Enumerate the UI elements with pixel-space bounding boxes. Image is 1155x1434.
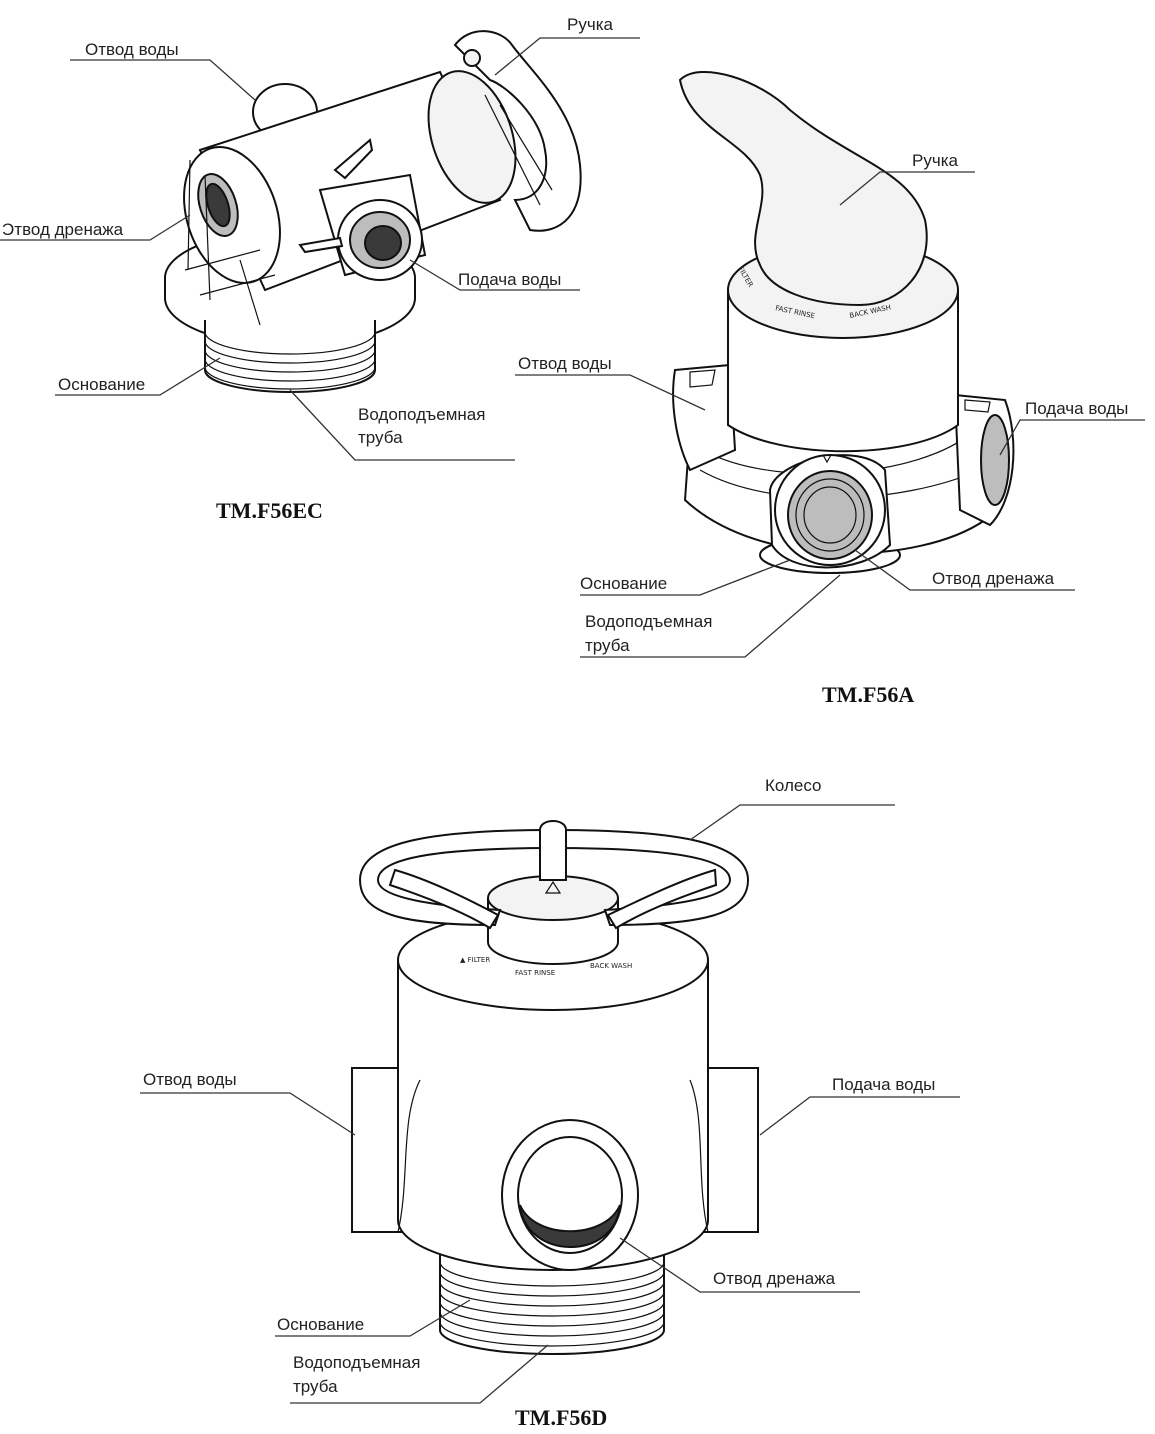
f56d-label-base: Основание (277, 1315, 364, 1334)
f56d-label-riser-line1: Водоподъемная (293, 1353, 420, 1372)
valve-f56d-drawing: ▲ FILTER FAST RINSE BACK WASH (351, 820, 759, 1355)
svg-text:BACK WASH: BACK WASH (590, 962, 632, 970)
f56d-model-title: TM.F56D (515, 1405, 607, 1430)
f56a-label-riser-line1: Водоподъемная (585, 612, 712, 631)
f56ec-label-riser-line1: Водоподъемная (358, 405, 485, 424)
f56d-label-riser-line2: труба (293, 1377, 338, 1396)
valve-f56a-drawing: FAST RINSE BACK WASH FILTER (672, 71, 1015, 574)
f56a-label-drain-outlet: Отвод дренажа (932, 569, 1055, 588)
f56a-label-water-outlet: Отвод воды (518, 354, 612, 373)
f56ec-label-base: Основание (58, 375, 145, 394)
f56a-model-title: TM.F56A (822, 682, 914, 707)
f56ec-label-drain-outlet: Ͻтвод дренажа (2, 220, 124, 239)
f56d-label-drain-outlet: Отвод дренажа (713, 1269, 836, 1288)
f56a-label-riser-line2: труба (585, 636, 630, 655)
f56ec-label-water-outlet: Отвод воды (85, 40, 179, 59)
svg-text:▲ FILTER: ▲ FILTER (460, 956, 490, 964)
f56d-label-wheel: Колесо (765, 776, 822, 795)
f56a-label-handle: Ручка (912, 151, 959, 170)
f56ec-label-water-inlet: Подача воды (458, 270, 561, 289)
svg-text:FAST RINSE: FAST RINSE (515, 969, 555, 977)
f56a-label-water-inlet: Подача воды (1025, 399, 1128, 418)
f56ec-label-riser-line2: труба (358, 428, 403, 447)
f56ec-label-handle: Ручка (567, 15, 614, 34)
f56ec-model-title: TM.F56EC (216, 498, 323, 523)
f56d-label-water-inlet: Подача воды (832, 1075, 935, 1094)
f56d-label-water-outlet: Отвод воды (143, 1070, 237, 1089)
f56a-label-base: Основание (580, 574, 667, 593)
valve-f56ec-drawing (164, 30, 582, 393)
